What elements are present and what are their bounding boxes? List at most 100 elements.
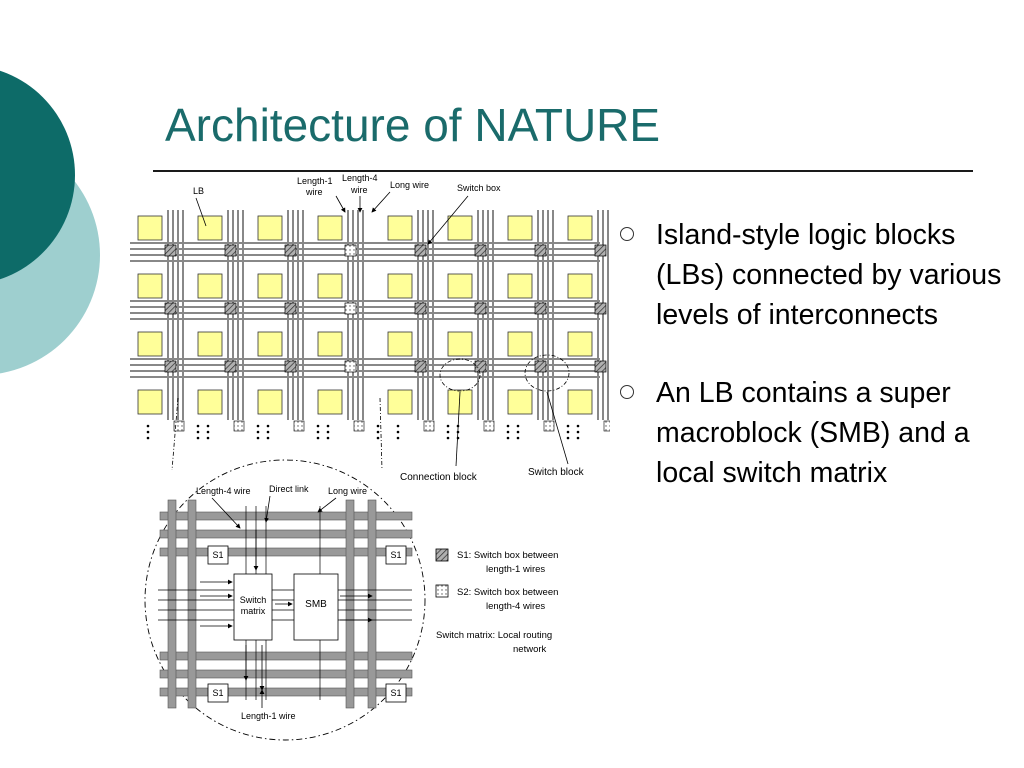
label-length1-line1: Length-1 [297,176,333,186]
logic-block [447,331,473,357]
switch-box [224,360,237,373]
continuation-dot [396,436,400,440]
zoom-line-right [379,397,383,471]
s1-label: S1 [212,550,223,560]
continuation-dot [316,424,320,428]
switch-box [164,302,177,315]
pointer-switch-block [546,391,569,465]
decorative-circles [0,70,100,374]
continuation-dot [146,436,150,440]
label-long-wire: Long wire [390,180,429,190]
continuation-dot [316,436,320,440]
switch-box [534,360,547,373]
figure-legend: S1: Switch box between length-1 wires S2… [435,548,558,655]
s1-box [385,545,407,565]
logic-block [197,273,223,299]
continuation-dot [506,436,510,440]
switch-box [233,420,245,432]
logic-block [387,215,413,241]
switch-box [344,302,357,315]
logic-block [567,331,593,357]
switch-box [474,244,487,257]
top-labels: LB Length-1 wire Length-4 wire Long wire… [193,173,501,245]
pointer-connection-block [455,391,461,467]
label-detail-length1: Length-1 wire [241,711,296,721]
switch-box [224,244,237,257]
switch-box [534,244,547,257]
switch-box [284,360,297,373]
bullet-marker-icon [620,373,656,493]
continuation-dot [506,430,510,434]
logic-block [507,215,533,241]
switch-box [594,302,607,315]
switch-box [164,360,177,373]
logic-block [137,389,163,415]
label-connection-block: Connection block [400,472,478,483]
detail-horizontal-wire [159,651,413,661]
s1-label: S1 [390,550,401,560]
continuation-dot [256,424,260,428]
logic-block [567,215,593,241]
legend-switch-matrix-line1: Switch matrix: Local routing [436,630,552,641]
switch-box [534,302,547,315]
logic-block [317,273,343,299]
label-switch-block: Switch block [528,467,585,478]
continuation-dot [316,430,320,434]
logic-block [507,331,533,357]
bullet-marker-icon [620,215,656,335]
s1-box [385,683,407,703]
pointer-detail-length4 [211,497,241,529]
legend-s2-line1: S2: Switch box between [457,587,558,598]
logic-block [447,273,473,299]
continuation-dot [266,436,270,440]
logic-block [137,331,163,357]
legend-s2-line2: length-4 wires [486,601,545,612]
detail-vertical-wire [187,499,197,709]
label-detail-length4: Length-4 wire [196,486,251,496]
logic-block [387,389,413,415]
label-length4-line1: Length-4 [342,173,378,183]
switch-matrix-box [233,573,273,641]
slide-title: Architecture of NATURE [165,99,661,151]
smb-label: SMB [305,599,327,610]
continuation-dot [256,436,260,440]
detail-horizontal-wire [159,511,413,521]
continuation-dot [396,430,400,434]
switch-box [474,360,487,373]
logic-block [197,389,223,415]
label-detail-long-wire: Long wire [328,486,367,496]
connection-block-highlight [439,358,481,392]
logic-block [317,331,343,357]
switch-box [543,420,555,432]
pointer-long-wire [371,191,391,213]
pointer-detail-long-wire [317,497,337,513]
continuation-dot [266,424,270,428]
zoom-line-left [171,397,179,471]
logic-block [387,331,413,357]
label-lb: LB [193,186,204,196]
continuation-dot [146,430,150,434]
continuation-dot [196,430,200,434]
continuation-dot [446,424,450,428]
logic-block [197,331,223,357]
switch-block-highlight [524,354,570,392]
legend-s1-swatch [435,548,449,562]
logic-block [257,331,283,357]
logic-block [567,273,593,299]
continuation-dot [376,436,380,440]
s1-label: S1 [390,688,401,698]
switch-box [594,244,607,257]
switch-box [293,420,305,432]
continuation-dot [206,424,210,428]
switch-box [284,244,297,257]
continuation-dot [576,424,580,428]
switch-matrix-label: Switch [240,595,267,605]
pointer-lb [195,197,207,227]
pointer-switch-box [427,195,469,245]
detail-circle [144,459,426,741]
continuation-dot [376,430,380,434]
continuation-dot [516,430,520,434]
continuation-dot [326,430,330,434]
detail-vertical-wire [345,499,355,709]
label-switch-box: Switch box [457,183,501,193]
